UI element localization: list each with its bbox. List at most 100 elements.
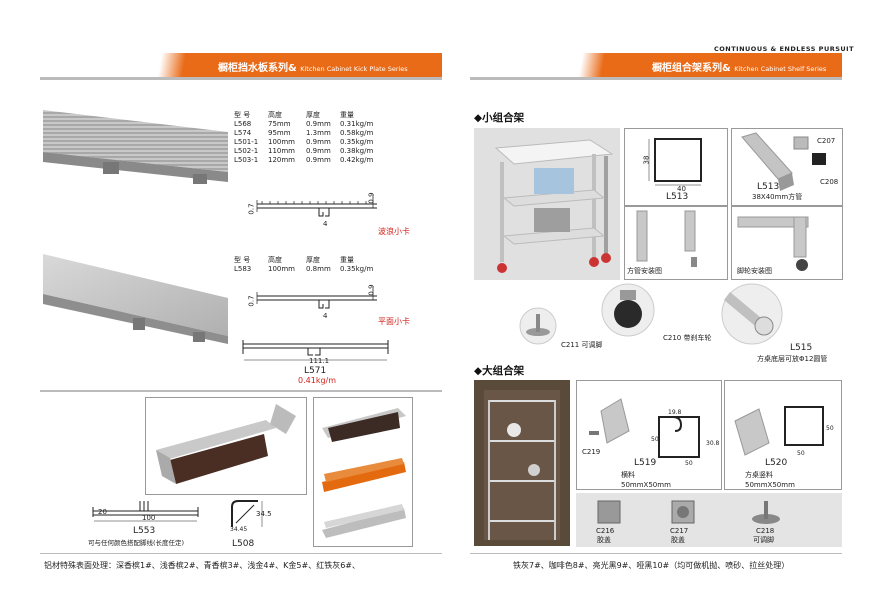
l519-model: L519: [634, 458, 657, 468]
tube-install-photo: [624, 206, 728, 280]
tagline: CONTINUOUS & ENDLESS PURSUIT: [714, 45, 855, 53]
profile-label-wave: 波浪小卡: [378, 227, 410, 236]
l553-dim-a: 100: [142, 514, 156, 522]
c208-label: C208: [820, 178, 839, 186]
l508-model: L508: [232, 539, 255, 549]
l513-drawing: [624, 128, 728, 206]
c207-label: C207: [817, 137, 836, 145]
table-header: 厚度: [306, 111, 320, 119]
dim-label: 0.9: [367, 284, 376, 296]
table-header: 型 号: [234, 111, 251, 119]
l553-drawing: [88, 497, 208, 527]
table-header: 高度: [268, 111, 282, 119]
l508-dim-b: 34.45: [230, 526, 248, 533]
large-set-title: ◆大组合架: [474, 365, 525, 377]
l520-dim-b: 50: [826, 425, 834, 432]
c219-label: C219: [582, 448, 601, 456]
l553-note: 可与任何颜色搭配脚线(长度任定): [88, 539, 185, 547]
c217-desc: 胶盖: [671, 536, 685, 544]
table-header: 厚度: [306, 256, 320, 264]
caster-install-photo: [731, 206, 843, 280]
color-samples: [313, 397, 413, 547]
l553-dim-b: 20: [98, 508, 107, 516]
dim-label: 4: [323, 312, 328, 320]
right-header-band: 橱柜组合架系列& Kitchen Cabinet Shelf Series: [470, 53, 842, 77]
small-cart-photo: [474, 128, 620, 280]
table-header: 重量: [340, 256, 354, 264]
c218-desc: 可调脚: [753, 536, 774, 544]
c216-label: C216: [596, 527, 615, 535]
l515-model: L515: [790, 343, 813, 353]
small-set-title: ◆小组合架: [474, 112, 525, 124]
c210-label: C210 带刹车轮: [663, 334, 712, 342]
table-header: 高度: [268, 256, 282, 264]
l553-model: L553: [133, 526, 156, 536]
footer-right-text: 铁灰7#、咖啡色8#、亮光黑9#、哑黑10#（均可做机抛、喷砂、拉丝处理）: [513, 561, 790, 570]
right-rule: [470, 77, 842, 80]
c216-desc: 胶盖: [597, 536, 611, 544]
l519-dim-d: 30.8: [706, 440, 720, 447]
l515-desc: 方桌底层可放Φ12圆管: [757, 355, 828, 363]
c211-photo: [518, 306, 558, 346]
l571-weight: 0.41kg/m: [298, 376, 337, 385]
c217-label: C217: [670, 527, 689, 535]
l508-dim-a: 34.5: [256, 510, 272, 518]
caster-install-label: 脚轮安装图: [737, 267, 772, 275]
dim-label: 0.7: [247, 295, 256, 307]
table-header-row: 型 号 高度 厚度 重量: [234, 256, 388, 265]
l520-desc2: 50mmX50mm: [745, 481, 795, 489]
profile-drawing-flat: [252, 282, 382, 322]
l520-desc1: 方桌竖料: [745, 471, 773, 479]
l553-photo: [145, 397, 307, 495]
l519-dim-b: 50: [651, 436, 659, 443]
left-header-band: 橱柜挡水板系列& Kitchen Cabinet Kick Plate Seri…: [40, 53, 442, 77]
dim-label: 0.9: [367, 192, 376, 204]
kick-plate-photo-ribbed: [43, 110, 228, 195]
l508-drawing: [228, 497, 268, 531]
l520-box: [724, 380, 842, 490]
l515-photo: [720, 282, 784, 346]
l520-model: L520: [765, 458, 788, 468]
l519-desc1: 横料: [621, 471, 635, 479]
left-title: 橱柜挡水板系列& Kitchen Cabinet Kick Plate Seri…: [218, 63, 408, 74]
c210-photo: [600, 282, 656, 338]
profile-drawing-wave: [252, 190, 382, 230]
l571-model: L571: [304, 366, 327, 376]
l513-dim-w: 40: [677, 185, 686, 193]
divider: [40, 390, 442, 392]
table-header-row: 型 号 高度 厚度 重量: [234, 111, 388, 120]
table-header: 重量: [340, 111, 354, 119]
l513-dim-h: 38: [642, 155, 651, 165]
l571-drawing: [238, 334, 398, 364]
footer-divider-left: [40, 553, 442, 554]
large-shelf-photo: [474, 380, 570, 546]
footer-divider-right: [470, 553, 842, 554]
parts-row: [576, 493, 842, 547]
table-header: 型 号: [234, 256, 251, 264]
l513-desc-model: L513: [757, 182, 780, 192]
c218-label: C218: [756, 527, 775, 535]
dim-label: 4: [323, 220, 328, 228]
right-title: 橱柜组合架系列& Kitchen Cabinet Shelf Series: [652, 63, 827, 74]
l520-dim-a: 50: [797, 450, 805, 457]
dim-label: 0.7: [247, 203, 256, 215]
l519-dim-c: 50: [685, 460, 693, 467]
l513-model: L513: [666, 192, 689, 202]
kick-plate-photo-flat: [43, 254, 228, 350]
profile-label-flat: 平面小卡: [378, 317, 410, 326]
c211-label: C211 可调脚: [561, 341, 603, 349]
l571-dim: 111.1: [309, 357, 330, 365]
tube-install-label: 方管安装图: [627, 267, 662, 275]
footer-left-text: 铝材特殊表面处理：深香槟1#、浅香槟2#、青香槟3#、浅金4#、K金5#、红铁灰…: [44, 561, 361, 570]
l519-desc2: 50mmX50mm: [621, 481, 671, 489]
l513-desc: 38X40mm方管: [752, 193, 803, 201]
l519-dim-a: 19.8: [668, 409, 682, 416]
